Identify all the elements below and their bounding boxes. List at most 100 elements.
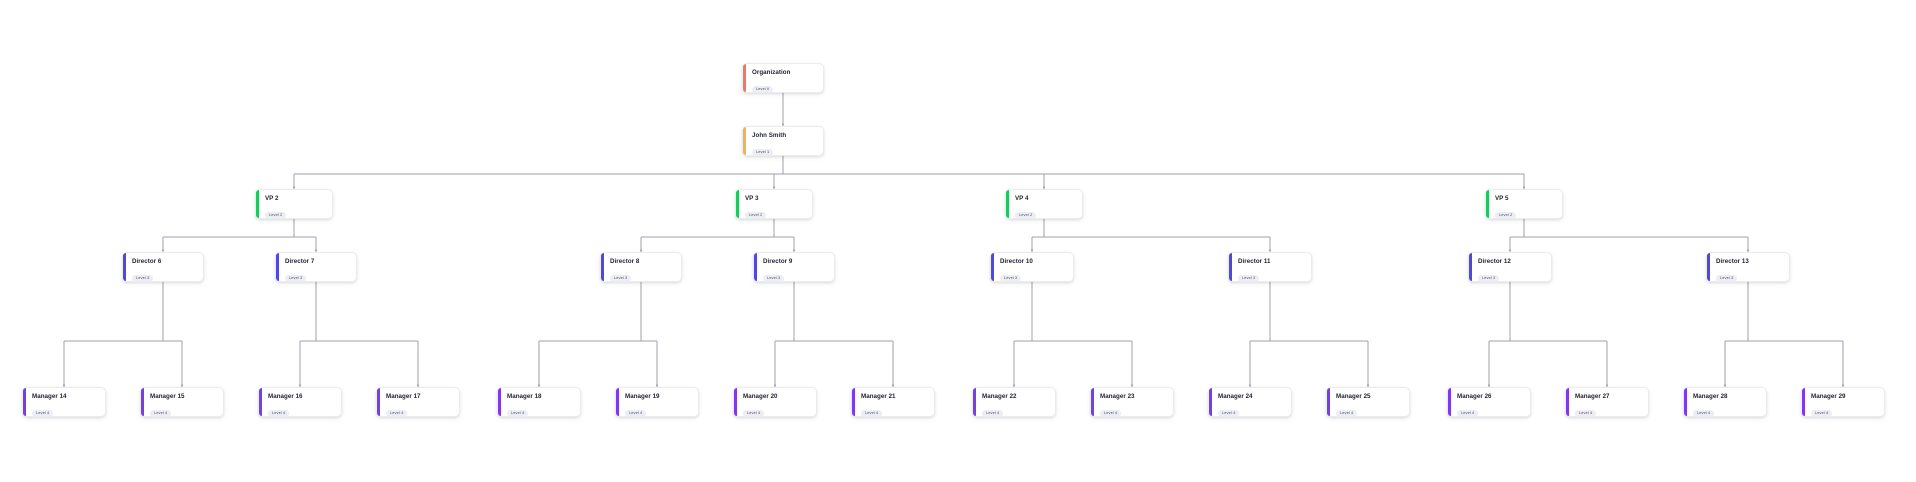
org-node-d6[interactable]: Director 6 Level 3 [122,252,204,282]
level-accent-bar [1802,388,1805,416]
org-node-m17[interactable]: Manager 17 Level 4 [376,387,460,417]
level-badge: Level 4 [1693,409,1715,417]
level-accent-bar [1486,190,1489,218]
node-title: VP 3 [745,195,759,202]
level-badge: Level 4 [386,409,408,417]
org-node-d13[interactable]: Director 13 Level 3 [1706,252,1790,282]
level-accent-bar [1684,388,1687,416]
level-accent-bar [1006,190,1009,218]
level-badge: Level 4 [1575,409,1597,417]
org-node-m27[interactable]: Manager 27 Level 4 [1565,387,1649,417]
node-title: Manager 27 [1575,393,1610,400]
node-title: John Smith [752,132,787,139]
level-badge: Level 4 [1457,409,1479,417]
level-badge: Level 4 [268,409,290,417]
org-node-d9[interactable]: Director 9 Level 3 [753,252,835,282]
level-badge: Level 2 [1015,211,1037,219]
node-title: Organization [752,69,791,76]
level-badge: Level 4 [150,409,172,417]
org-node-m23[interactable]: Manager 23 Level 4 [1090,387,1174,417]
level-accent-bar [1448,388,1451,416]
org-node-vp5[interactable]: VP 5 Level 2 [1485,189,1563,219]
level-badge: Level 2 [1495,211,1517,219]
level-badge: Level 3 [1238,274,1260,282]
level-accent-bar [852,388,855,416]
org-node-m24[interactable]: Manager 24 Level 4 [1208,387,1292,417]
level-badge: Level 3 [1716,274,1738,282]
level-badge: Level 4 [507,409,529,417]
level-accent-bar [754,253,757,281]
level-accent-bar [1707,253,1710,281]
org-node-vp3[interactable]: VP 3 Level 2 [735,189,813,219]
level-accent-bar [743,127,746,155]
level-accent-bar [973,388,976,416]
org-node-vp2[interactable]: VP 2 Level 2 [255,189,333,219]
node-title: VP 5 [1495,195,1509,202]
level-badge: Level 4 [32,409,54,417]
level-accent-bar [991,253,994,281]
level-accent-bar [377,388,380,416]
node-title: Manager 24 [1218,393,1253,400]
level-accent-bar [736,190,739,218]
level-accent-bar [256,190,259,218]
level-badge: Level 3 [132,274,154,282]
level-accent-bar [498,388,501,416]
node-title: Director 13 [1716,258,1749,265]
level-badge: Level 0 [752,85,774,93]
node-title: Director 11 [1238,258,1271,265]
org-node-m26[interactable]: Manager 26 Level 4 [1447,387,1531,417]
level-accent-bar [616,388,619,416]
node-title: Director 12 [1478,258,1511,265]
org-node-m14[interactable]: Manager 14 Level 4 [22,387,106,417]
level-accent-bar [276,253,279,281]
node-title: Manager 17 [386,393,421,400]
level-accent-bar [1566,388,1569,416]
node-title: Manager 23 [1100,393,1135,400]
node-title: Manager 26 [1457,393,1492,400]
level-badge: Level 3 [763,274,785,282]
level-badge: Level 4 [1218,409,1240,417]
node-title: Manager 22 [982,393,1017,400]
node-title: Director 7 [285,258,315,265]
node-title: Director 9 [763,258,793,265]
level-badge: Level 4 [861,409,883,417]
level-accent-bar [601,253,604,281]
node-title: Director 8 [610,258,640,265]
node-title: Director 6 [132,258,162,265]
level-badge: Level 2 [265,211,287,219]
org-node-d11[interactable]: Director 11 Level 3 [1228,252,1312,282]
level-accent-bar [259,388,262,416]
level-badge: Level 4 [1811,409,1833,417]
level-badge: Level 1 [752,148,774,156]
level-badge: Level 3 [610,274,632,282]
level-badge: Level 4 [625,409,647,417]
level-accent-bar [1209,388,1212,416]
level-badge: Level 2 [745,211,767,219]
level-badge: Level 4 [1100,409,1122,417]
level-accent-bar [23,388,26,416]
node-title: Manager 14 [32,393,67,400]
level-accent-bar [1327,388,1330,416]
org-node-d8[interactable]: Director 8 Level 3 [600,252,682,282]
level-accent-bar [743,64,746,92]
node-title: Director 10 [1000,258,1033,265]
level-accent-bar [1469,253,1472,281]
node-title: VP 2 [265,195,279,202]
